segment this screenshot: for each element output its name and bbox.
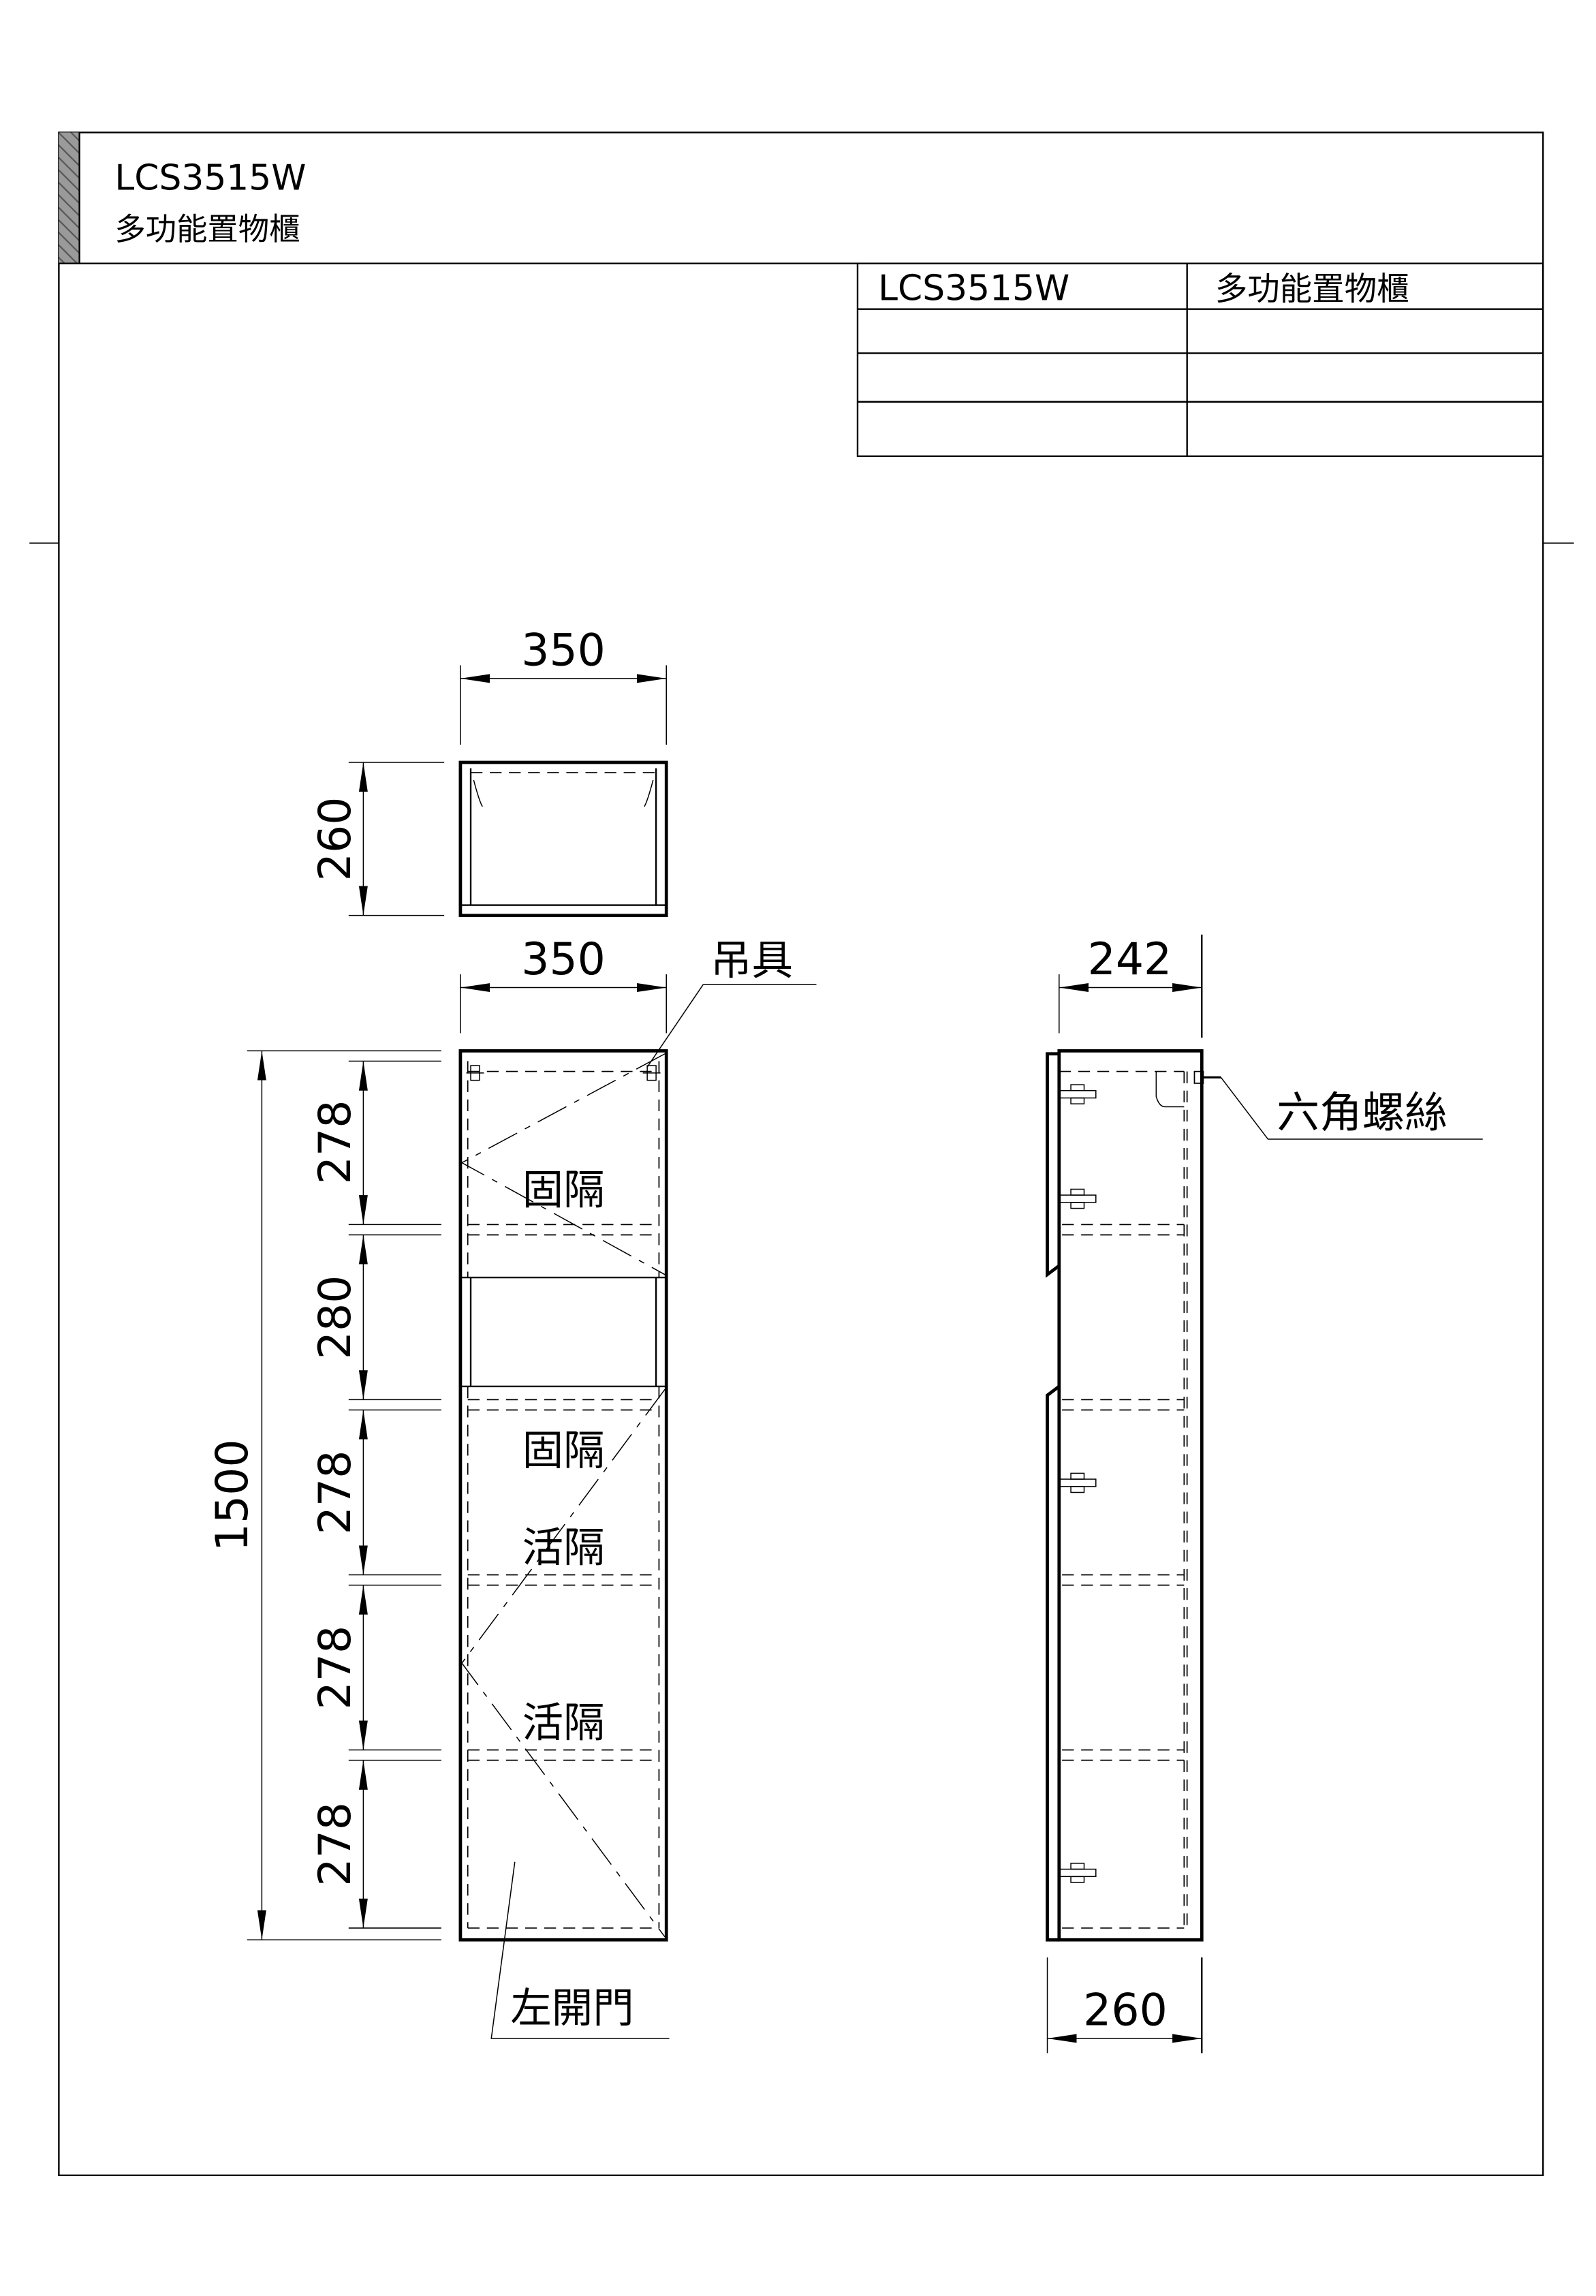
- title-block: LCS3515W 多功能置物櫃: [59, 132, 1544, 264]
- label-adjustable-shelf-2: 活隔: [522, 1699, 605, 1747]
- dim-section-1: 278: [310, 1100, 361, 1185]
- dim-section-2: 280: [310, 1275, 361, 1360]
- side-view: 242 六角螺絲 260: [1046, 934, 1483, 2053]
- dim-top-width: 350: [521, 625, 606, 676]
- label-hanger: 吊具: [710, 937, 793, 984]
- top-view: 350 260: [310, 625, 668, 918]
- dim-section-3: 278: [310, 1450, 361, 1535]
- side-door-lower: [1046, 1385, 1061, 1942]
- dim-total-height: 1500: [207, 1439, 258, 1551]
- side-door-upper: [1046, 1052, 1061, 1278]
- hinge-icon: [1059, 1084, 1097, 1883]
- table-cell-name: 多功能置物櫃: [1215, 271, 1409, 309]
- hanger-bracket-icon: [466, 1065, 661, 1081]
- front-view: 350 1500 278 280 278 278 278: [207, 934, 817, 2039]
- cabinet-outline: [458, 1049, 668, 1942]
- door-swing-upper: [460, 1053, 666, 1275]
- dim-section-5: 278: [310, 1802, 361, 1887]
- title-model: LCS3515W: [114, 158, 306, 199]
- door-swing-lower: [461, 1389, 666, 1938]
- label-fixed-shelf-1: 固隔: [522, 1166, 605, 1214]
- label-adjustable-shelf-1: 活隔: [522, 1524, 605, 1572]
- table-cell-model: LCS3515W: [878, 268, 1069, 309]
- hatched-strip: [59, 132, 80, 264]
- dim-section-4: 278: [310, 1626, 361, 1710]
- dim-top-depth: 260: [310, 797, 361, 882]
- side-body-outline: [1057, 1049, 1204, 1942]
- dim-front-width: 350: [521, 934, 606, 985]
- sheet-border: [58, 131, 1544, 2177]
- dim-side-bottom-depth: 260: [1083, 1985, 1168, 2036]
- info-table: LCS3515W 多功能置物櫃: [856, 262, 1544, 457]
- label-hex-screw: 六角螺絲: [1277, 1088, 1447, 1138]
- label-fixed-shelf-2: 固隔: [522, 1427, 605, 1474]
- title-name: 多功能置物櫃: [114, 211, 300, 247]
- hex-screw-icon: [1193, 1070, 1221, 1084]
- dim-side-top-depth: 242: [1088, 934, 1172, 985]
- label-left-door: 左開門: [510, 1985, 633, 2032]
